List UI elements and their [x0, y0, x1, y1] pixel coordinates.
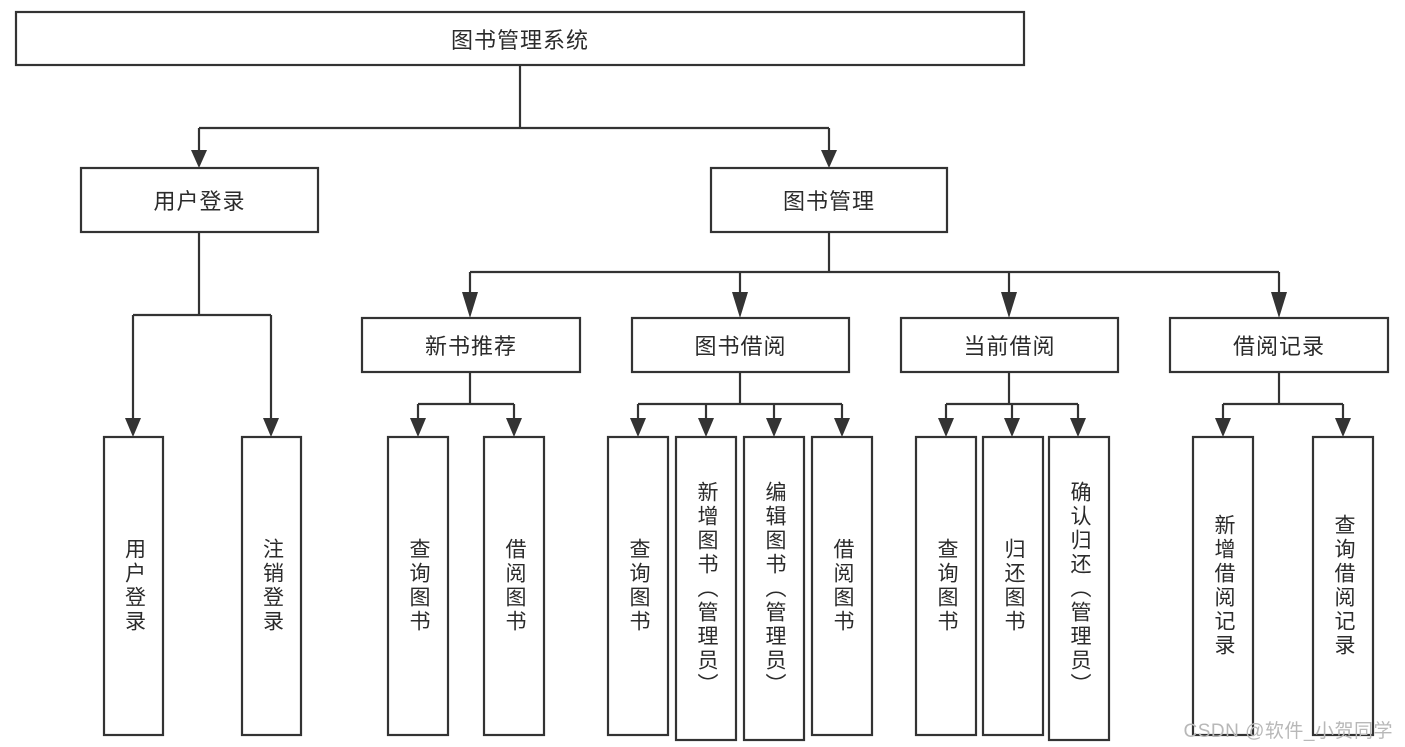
- node-box-book-manage[interactable]: [709, 166, 949, 234]
- node-box-leaf-borrow-1[interactable]: [606, 435, 670, 737]
- arrow-book-to-borrow-icon: [732, 292, 748, 318]
- node-box-leaf-record-1[interactable]: [1191, 435, 1255, 737]
- arrow-newbook-leaf-2-icon: [506, 418, 522, 437]
- arrow-borrow-leaf-3-icon: [766, 418, 782, 437]
- node-box-leaf-current-3[interactable]: [1047, 435, 1111, 742]
- node-box-current-borrow[interactable]: [899, 316, 1120, 374]
- node-box-leaf-user-login-2[interactable]: [240, 435, 303, 737]
- arrow-current-leaf-2-icon: [1004, 418, 1020, 437]
- connector-group-user-login: [125, 232, 279, 437]
- connector-group-root: [191, 65, 837, 168]
- arrow-user-leaf-2-icon: [263, 418, 279, 437]
- node-box-leaf-record-2[interactable]: [1311, 435, 1375, 737]
- node-box-book-borrow[interactable]: [630, 316, 851, 374]
- node-box-root[interactable]: [14, 10, 1026, 67]
- node-box-leaf-borrow-2[interactable]: [674, 435, 738, 742]
- node-box-leaf-current-1[interactable]: [914, 435, 978, 737]
- arrow-borrow-leaf-1-icon: [630, 418, 646, 437]
- connector-group-borrow-record: [1215, 372, 1351, 437]
- arrow-current-leaf-3-icon: [1070, 418, 1086, 437]
- arrow-borrow-leaf-4-icon: [834, 418, 850, 437]
- node-box-leaf-newbook-1[interactable]: [386, 435, 450, 737]
- node-box-borrow-record[interactable]: [1168, 316, 1390, 374]
- node-box-leaf-newbook-2[interactable]: [482, 435, 546, 737]
- arrow-book-to-current-icon: [1001, 292, 1017, 318]
- node-box-leaf-user-login-1[interactable]: [102, 435, 165, 737]
- node-box-leaf-current-2[interactable]: [981, 435, 1045, 737]
- arrow-book-to-record-icon: [1271, 292, 1287, 318]
- node-box-new-book-recommend[interactable]: [360, 316, 582, 374]
- arrow-newbook-leaf-1-icon: [410, 418, 426, 437]
- connector-group-new-book: [410, 372, 522, 437]
- watermark-text: CSDN @软件_小贺同学: [1183, 721, 1393, 742]
- arrow-book-to-new-icon: [462, 292, 478, 318]
- arrow-root-to-book-icon: [821, 150, 837, 168]
- connector-group-book-manage: [462, 232, 1287, 318]
- node-box-leaf-borrow-3[interactable]: [742, 435, 806, 742]
- arrow-user-leaf-1-icon: [125, 418, 141, 437]
- arrow-borrow-leaf-2-icon: [698, 418, 714, 437]
- node-box-leaf-borrow-4[interactable]: [810, 435, 874, 737]
- connector-group-current-borrow: [938, 372, 1086, 437]
- arrow-root-to-user-icon: [191, 150, 207, 168]
- node-box-user-login[interactable]: [79, 166, 320, 234]
- connector-group-book-borrow: [630, 372, 850, 437]
- arrow-record-leaf-1-icon: [1215, 418, 1231, 437]
- arrow-record-leaf-2-icon: [1335, 418, 1351, 437]
- arrow-current-leaf-1-icon: [938, 418, 954, 437]
